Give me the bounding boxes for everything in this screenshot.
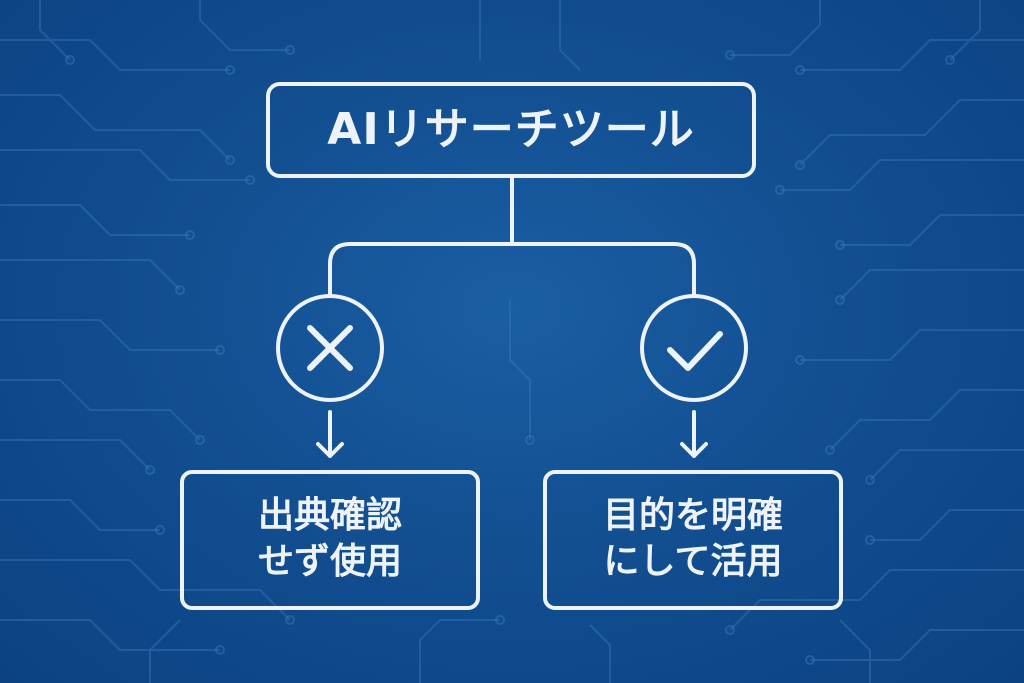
diagram-title: AIリサーチツール xyxy=(327,104,695,155)
right-result-box xyxy=(543,470,843,610)
left-result-line-2: せず使用 xyxy=(257,541,402,582)
left-result-box xyxy=(180,470,480,610)
right-result-label: 目的を明確 にして活用 xyxy=(545,472,841,608)
left-result-line-1: 出典確認 xyxy=(257,495,402,536)
branch-connector xyxy=(328,242,696,298)
right-result-line-2: にして活用 xyxy=(603,541,783,582)
right-down-arrow xyxy=(680,410,708,458)
right-result-line-1: 目的を明確 xyxy=(602,495,783,536)
right-status-circle xyxy=(640,294,748,402)
cross-icon xyxy=(307,325,353,371)
check-icon xyxy=(667,331,723,371)
left-result-label: 出典確認 せず使用 xyxy=(182,472,478,608)
left-status-circle xyxy=(276,294,384,402)
left-down-arrow xyxy=(316,410,344,458)
